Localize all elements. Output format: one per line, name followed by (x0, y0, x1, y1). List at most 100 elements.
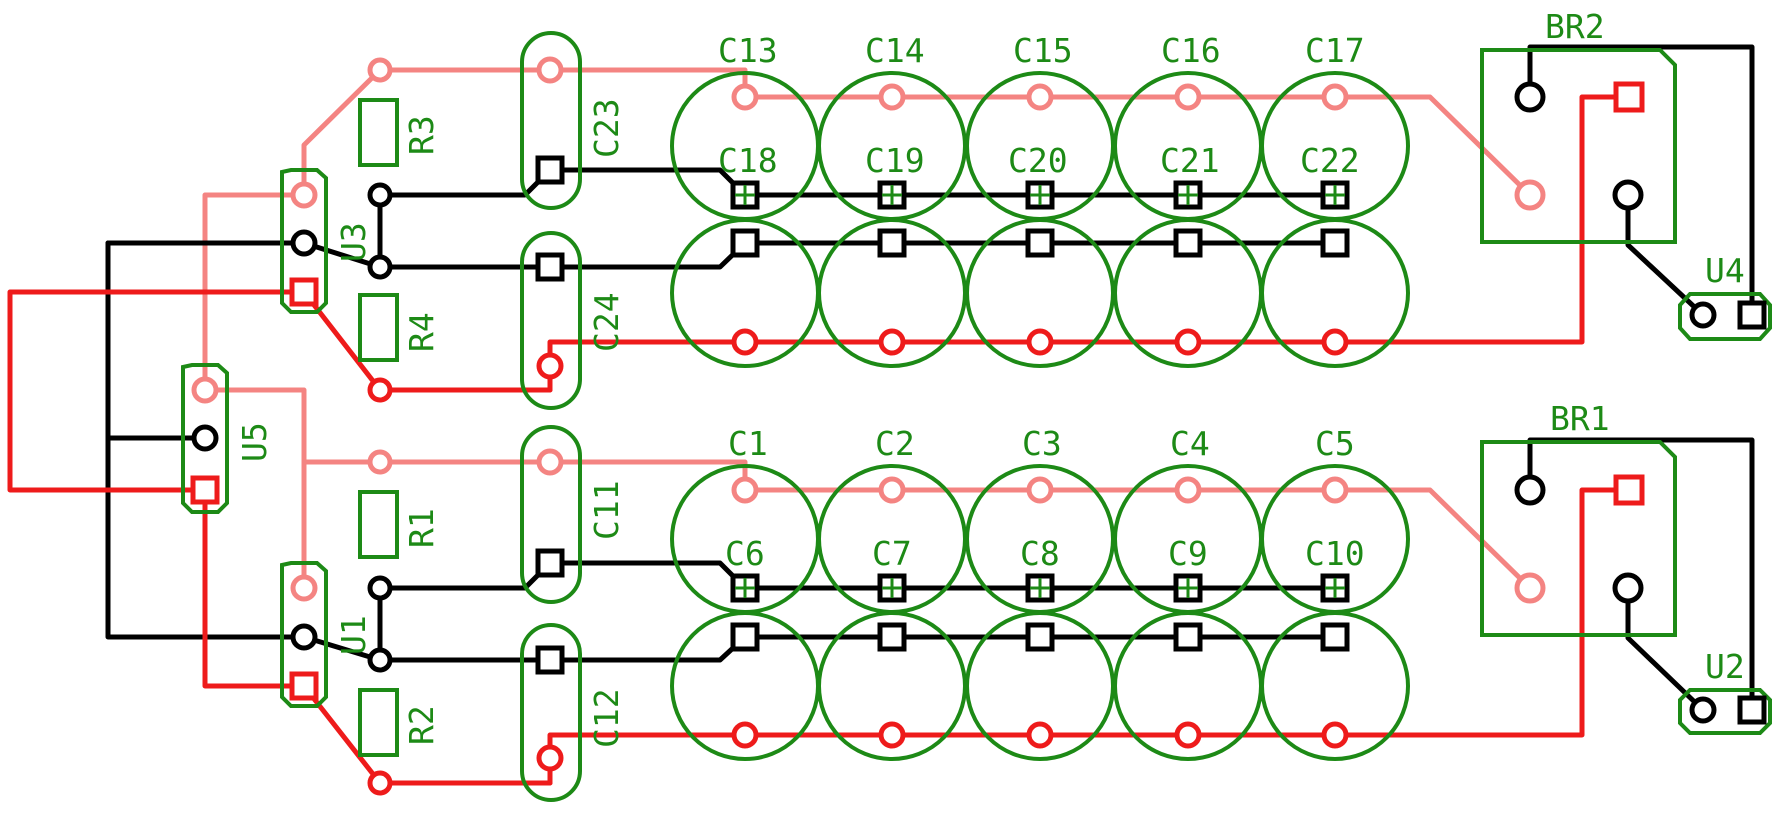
label-u1: U1 (334, 615, 373, 655)
regulator-outline-u5 (181, 363, 229, 514)
regulator-outline-u2 (1678, 688, 1772, 735)
pad (730, 622, 760, 652)
capacitor-outlines (670, 71, 1410, 761)
label-c18: C18 (718, 141, 778, 180)
label-c9: C9 (1168, 534, 1208, 573)
pad (190, 475, 220, 505)
pad (1320, 228, 1350, 258)
bridge-outline-br2 (1480, 48, 1677, 244)
trace (547, 487, 1631, 786)
pad (1173, 228, 1203, 258)
label-r3: R3 (402, 115, 441, 155)
trace (202, 387, 307, 591)
pad (367, 770, 393, 796)
pad (1026, 83, 1054, 111)
pad (191, 376, 219, 404)
pad (367, 647, 393, 673)
pad (731, 721, 759, 749)
pad (1174, 83, 1202, 111)
pad (1737, 695, 1767, 725)
label-u4: U4 (1705, 251, 1745, 290)
label-c1: C1 (728, 424, 768, 463)
pad (289, 671, 319, 701)
pad (1321, 476, 1349, 504)
pad (878, 721, 906, 749)
pad (536, 56, 564, 84)
resistor-outline-r4 (358, 293, 399, 362)
pad (1174, 721, 1202, 749)
positive-traces (202, 67, 1533, 591)
label-u3: U3 (334, 222, 373, 262)
trace (1625, 192, 1706, 318)
pad (1514, 179, 1546, 211)
trace (105, 240, 307, 640)
pad (290, 229, 318, 257)
label-br2: BR2 (1545, 7, 1605, 46)
positive-pads (191, 56, 1546, 604)
pad (367, 575, 393, 601)
cap-outline-c12 (520, 623, 582, 802)
label-c11: C11 (587, 480, 626, 540)
pad (1514, 572, 1546, 604)
pad (1612, 179, 1644, 211)
pad (1026, 476, 1054, 504)
pad (1174, 476, 1202, 504)
regulator-outline-u3 (280, 168, 328, 314)
label-u5: U5 (235, 422, 274, 462)
pad-crosshairs (735, 185, 1345, 598)
pad (536, 744, 564, 772)
label-c8: C8 (1020, 534, 1060, 573)
pad (1514, 81, 1546, 113)
pad (535, 645, 565, 675)
label-c4: C4 (1170, 424, 1210, 463)
pad (1174, 328, 1202, 356)
pad (877, 622, 907, 652)
trace (301, 459, 748, 493)
resistor-outline-r3 (358, 98, 399, 167)
cap-outline-c23 (520, 31, 582, 210)
pad (535, 155, 565, 185)
silkscreen (181, 31, 1772, 802)
pad (536, 352, 564, 380)
pad (290, 181, 318, 209)
trace (1527, 44, 1755, 318)
pad (367, 449, 393, 475)
label-br1: BR1 (1550, 399, 1610, 438)
pad (731, 476, 759, 504)
pad (290, 623, 318, 651)
label-r2: R2 (402, 705, 441, 745)
label-c14: C14 (865, 31, 925, 70)
pad (1026, 721, 1054, 749)
label-c22: C22 (1300, 141, 1360, 180)
pad (1689, 696, 1717, 724)
pad (877, 228, 907, 258)
pad (367, 182, 393, 208)
label-c17: C17 (1305, 31, 1365, 70)
pad (878, 83, 906, 111)
pad (289, 277, 319, 307)
label-c6: C6 (725, 534, 765, 573)
cap-outline-c24 (520, 231, 582, 410)
pad (730, 228, 760, 258)
ground-traces (105, 44, 1755, 713)
cap-outline-c10 (1260, 611, 1410, 761)
trace (522, 240, 1338, 270)
trace (742, 94, 1533, 198)
trace (1625, 585, 1706, 713)
label-c15: C15 (1013, 31, 1073, 70)
pad (731, 328, 759, 356)
pad (1321, 83, 1349, 111)
pad (1321, 721, 1349, 749)
pad (367, 254, 393, 280)
regulator-outline-u4 (1678, 292, 1772, 341)
label-c21: C21 (1160, 141, 1220, 180)
pad (878, 476, 906, 504)
pad (290, 574, 318, 602)
label-c13: C13 (718, 31, 778, 70)
bridge-outline-br1 (1480, 440, 1677, 637)
label-c10: C10 (1305, 534, 1365, 573)
crosshair (735, 185, 1345, 205)
label-c7: C7 (872, 534, 912, 573)
pad (1026, 328, 1054, 356)
pad (878, 328, 906, 356)
